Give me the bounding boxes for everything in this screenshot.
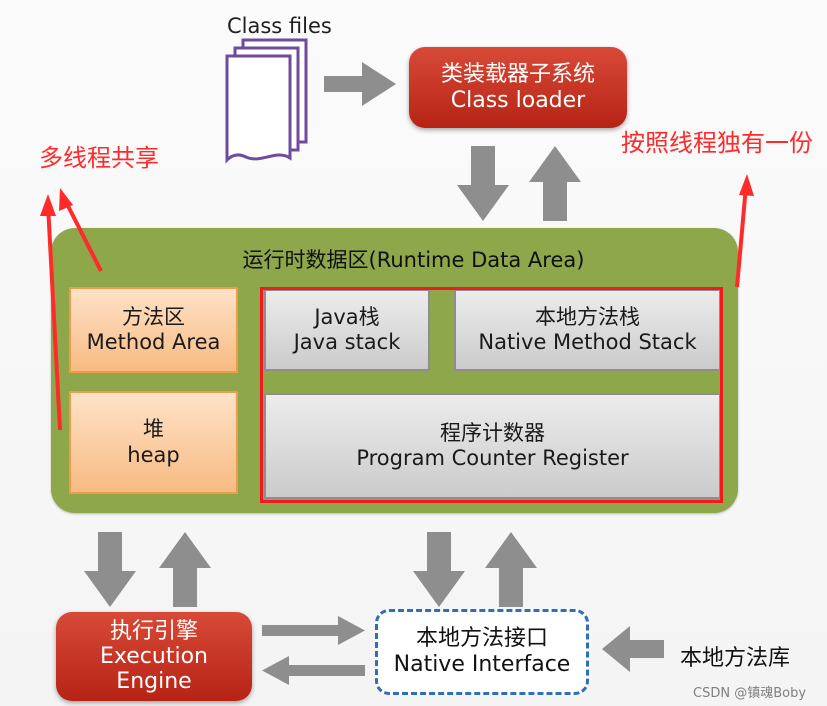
native-library-to-interface-arrow-icon — [602, 626, 664, 672]
class-files-icon — [225, 38, 308, 164]
per-thread-red-arrow-icon — [735, 174, 754, 288]
java-stack-cn: Java栈 — [314, 304, 380, 329]
native-interface-cn: 本地方法接口 — [415, 625, 548, 651]
execution-engine-box: 执行引擎 Execution Engine — [56, 612, 252, 701]
class-loader-en: Class loader — [450, 87, 586, 113]
engine-to-native-interface-arrow-icon — [262, 616, 365, 645]
native-interface-en: Native Interface — [393, 652, 571, 677]
method-area-box: 方法区 Method Area — [69, 287, 238, 373]
method-area-cn: 方法区 — [122, 304, 185, 329]
per-thread-annotation: 按照线程独有一份 — [621, 129, 813, 157]
java-stack-box: Java栈 Java stack — [264, 289, 430, 371]
shared-left-red-arrow-icon — [40, 194, 62, 431]
shared-annotation: 多线程共享 — [39, 144, 159, 172]
native-method-stack-en: Native Method Stack — [478, 330, 697, 354]
native-method-stack-box: 本地方法栈 Native Method Stack — [454, 289, 721, 371]
up-arrow-icon — [529, 146, 581, 221]
runtime-to-native-interface-down-arrow-icon — [413, 532, 465, 607]
java-stack-en: Java stack — [293, 330, 401, 354]
shared-right-red-arrow-icon — [59, 188, 103, 272]
execution-engine-en-line1: Execution — [100, 643, 208, 669]
class-loader-box: 类装载器子系统 Class loader — [409, 47, 627, 128]
native-library-label: 本地方法库 — [680, 646, 791, 671]
method-area-en: Method Area — [86, 330, 221, 354]
heap-en: heap — [127, 442, 180, 467]
csdn-watermark: CSDN @镇魂Boby — [693, 686, 807, 701]
runtime-data-area-title: 运行时数据区(Runtime Data Area) — [242, 248, 585, 272]
execution-engine-cn: 执行引擎 — [109, 618, 198, 644]
native-interface-to-engine-arrow-icon — [262, 656, 365, 685]
class-files-to-loader-arrow-icon — [324, 62, 396, 106]
program-counter-register-en: Program Counter Register — [356, 446, 629, 470]
runtime-to-engine-down-arrow-icon — [84, 532, 136, 607]
heap-cn: 堆 — [143, 417, 164, 442]
class-files-label: Class files — [227, 14, 332, 38]
native-method-stack-cn: 本地方法栈 — [535, 304, 640, 329]
heap-box: 堆 heap — [69, 391, 238, 494]
native-interface-box: 本地方法接口 Native Interface — [375, 609, 589, 695]
thread-private-outline — [260, 287, 723, 503]
program-counter-register-box: 程序计数器 Program Counter Register — [264, 393, 721, 499]
execution-engine-en-line2: Engine — [116, 669, 192, 695]
down-arrow-icon — [457, 146, 509, 221]
native-interface-to-runtime-up-arrow-icon — [485, 532, 537, 607]
program-counter-register-cn: 程序计数器 — [440, 420, 545, 445]
class-loader-cn: 类装载器子系统 — [440, 62, 595, 88]
engine-to-runtime-up-arrow-icon — [159, 532, 211, 607]
